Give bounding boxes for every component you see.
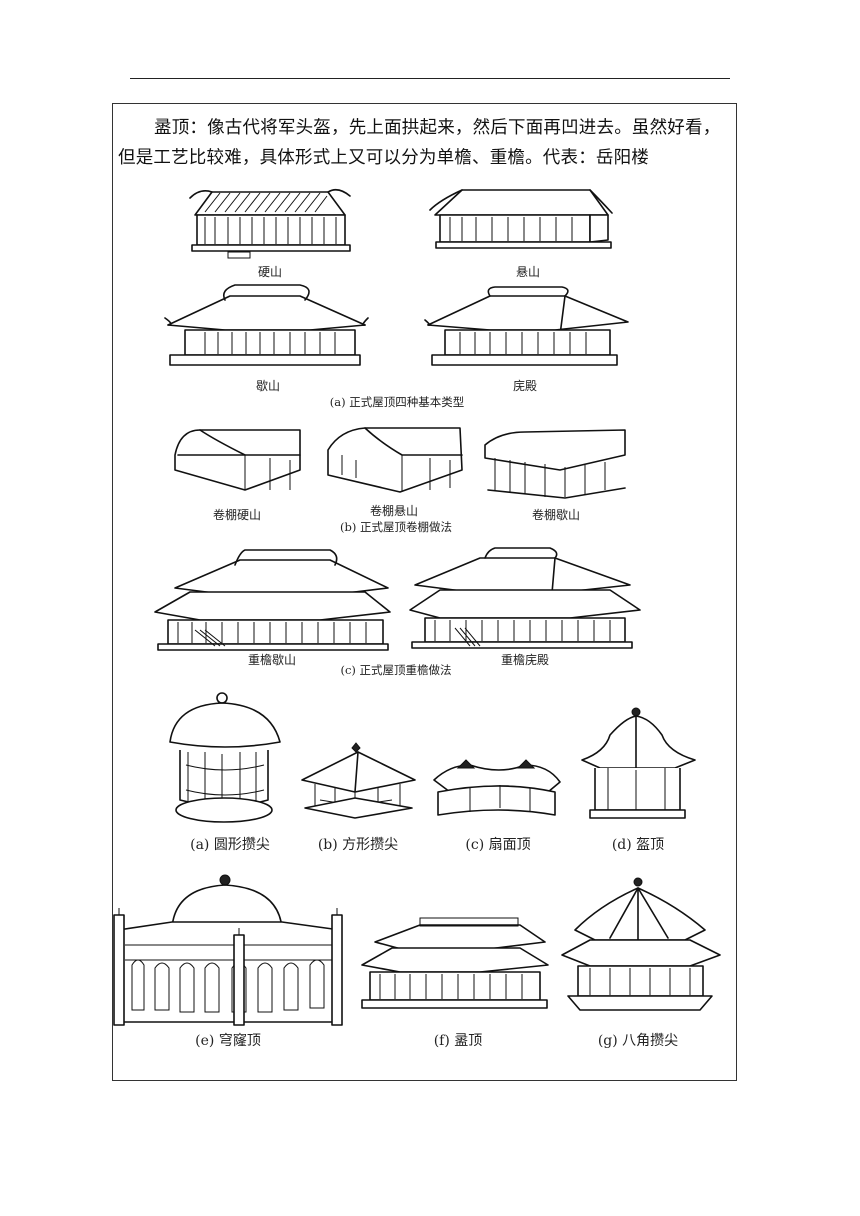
xieshan-illustration [164,284,369,366]
label-octagonal-pavilion: (g) 八角攒尖 [598,1033,678,1049]
caption-b: (b) 正式屋顶卷棚做法 [340,520,452,534]
label-dome-roof: (e) 穹窿顶 [195,1033,261,1049]
yingshan-illustration [189,188,351,259]
lu-roof-illustration [361,917,549,1009]
label-juanpeng-xuanshan: 卷棚悬山 [370,503,418,518]
label-yingshan: 硬山 [258,265,282,279]
juanpeng-xieshan-illustration [484,429,626,499]
helmet-roof-illustration [581,707,696,819]
caption-a: (a) 正式屋顶四种基本类型 [330,395,464,409]
label-chongyan-wudian: 重檐庑殿 [501,652,549,667]
caption-c: (c) 正式屋顶重檐做法 [340,663,451,677]
intro-paragraph: 盝顶：像古代将军头盔，先上面拱起来，然后下面再凹进去。虽然好看，但是工艺比较难，… [118,118,721,168]
label-square-pavilion: (b) 方形攒尖 [318,837,398,853]
fan-shaped-roof-illustration [433,759,561,816]
label-xieshan: 歇山 [256,379,280,393]
octagonal-pavilion-illustration [561,877,721,1011]
header-rule [130,78,730,79]
label-wudian: 庑殿 [513,378,537,393]
dome-roof-illustration [113,874,343,1026]
xuanshan-illustration [429,189,613,249]
label-chongyan-xieshan: 重檐歇山 [248,653,296,667]
label-juanpeng-xieshan: 卷棚歇山 [532,507,580,522]
square-pavilion-illustration [301,742,416,819]
chongyan-wudian-illustration [409,547,641,649]
chongyan-xieshan-illustration [154,549,391,651]
content-frame [112,103,737,1081]
circular-pavilion-illustration [169,692,281,823]
label-helmet-roof: (d) 盔顶 [612,837,664,853]
label-lu-roof: (f) 盝顶 [434,1033,483,1049]
juanpeng-yingshan-illustration [174,429,301,491]
label-circular-pavilion: (a) 圆形攒尖 [190,837,270,853]
wudian-illustration [424,286,629,366]
juanpeng-xuanshan-illustration [327,427,463,493]
label-fan-roof: (c) 扇面顶 [465,837,530,853]
label-xuanshan: 悬山 [516,265,540,279]
label-juanpeng-yingshan: 卷棚硬山 [213,507,261,522]
